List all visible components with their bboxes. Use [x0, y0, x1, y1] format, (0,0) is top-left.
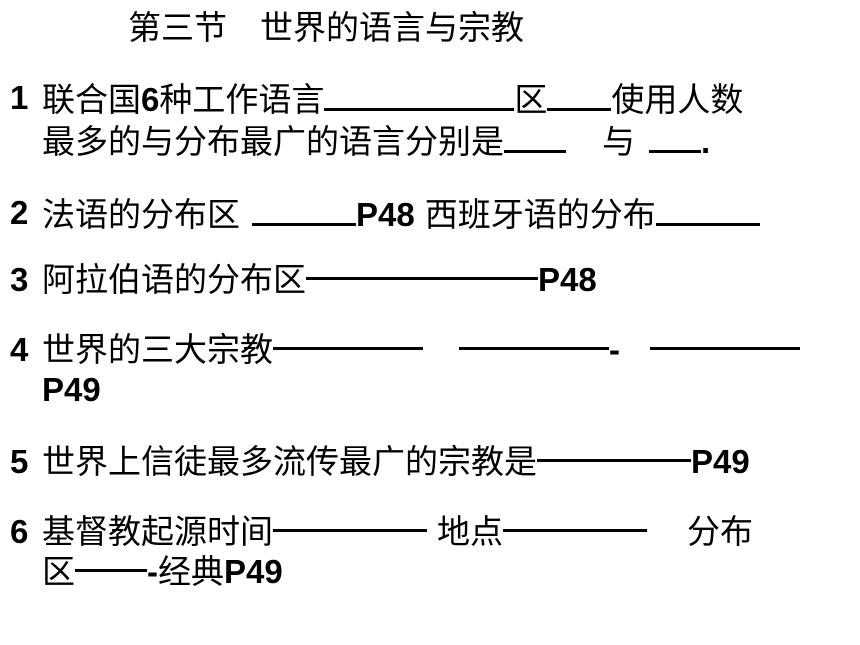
answer-dash[interactable]: [75, 569, 147, 572]
question-text: 与: [602, 122, 635, 161]
question-text: 阿拉伯语的分布区: [42, 260, 306, 299]
question-1-line-1: 联合国6种工作语言 区 使用人数: [42, 78, 855, 120]
page-reference: P48: [538, 261, 597, 298]
question-text: 西班牙语的分布: [424, 195, 656, 234]
period: .: [701, 123, 711, 160]
page-reference: P48: [356, 196, 415, 233]
answer-blank[interactable]: [649, 120, 701, 153]
answer-dash[interactable]: [273, 347, 423, 350]
question-6-line-2: 区 -经典P49: [42, 552, 855, 592]
question-text: 种工作语言: [159, 80, 325, 119]
question-3: 3 阿拉伯语的分布区 P48: [10, 260, 855, 300]
question-number: 2: [10, 194, 29, 231]
separator: -: [147, 553, 158, 590]
question-number: 5: [10, 443, 29, 480]
question-text: 区: [514, 80, 548, 119]
answer-dash[interactable]: [503, 529, 647, 532]
question-text: 世界上信徒最多流传最广的宗教是: [42, 442, 537, 481]
question-text: 分布: [687, 512, 753, 551]
answer-dash[interactable]: [273, 529, 427, 532]
answer-blank[interactable]: [547, 78, 612, 111]
question-4: 4 世界的三大宗教 - P49: [10, 330, 855, 410]
question-text: 地点: [437, 512, 503, 551]
question-text: 经典: [158, 552, 224, 591]
answer-blank[interactable]: [252, 193, 356, 226]
question-text: 基督教起源时间: [42, 512, 273, 551]
slide-title: 第三节 世界的语言与宗教: [128, 8, 524, 47]
number-six: 6: [141, 81, 160, 118]
answer-dash[interactable]: [537, 459, 691, 462]
question-text: 联合国: [42, 80, 141, 119]
question-text: 区: [42, 552, 75, 591]
question-number: 6: [10, 513, 29, 550]
question-text: 使用人数: [611, 80, 744, 119]
page-reference: P49: [224, 553, 283, 590]
question-3-line-1: 阿拉伯语的分布区 P48: [42, 260, 855, 300]
question-6-line-1: 基督教起源时间 地点 分布: [42, 512, 855, 552]
question-1-line-2: 最多的与分布最广的语言分别是 与.: [42, 120, 855, 162]
answer-dash[interactable]: [650, 347, 800, 350]
answer-dash[interactable]: [306, 277, 538, 280]
question-4-line-1: 世界的三大宗教 -: [42, 330, 855, 370]
page-reference: P49: [691, 443, 750, 480]
answer-dash[interactable]: [459, 347, 609, 350]
separator: -: [609, 331, 620, 368]
question-number: 4: [10, 331, 29, 368]
question-5-line-1: 世界上信徒最多流传最广的宗教是 P49: [42, 442, 855, 482]
question-text: 世界的三大宗教: [42, 330, 273, 369]
question-text: 最多的与分布最广的语言分别是: [42, 122, 504, 161]
page-reference: P49: [42, 371, 101, 408]
question-number: 3: [10, 261, 29, 298]
question-text: 法语的分布区: [42, 195, 240, 234]
answer-blank[interactable]: [324, 78, 515, 111]
question-1: 1 联合国6种工作语言 区 使用人数 最多的与分布最广的语言分别是 与.: [10, 78, 855, 162]
question-6: 6 基督教起源时间 地点 分布 区 -经典P49: [10, 512, 855, 592]
answer-blank[interactable]: [655, 193, 760, 226]
question-number: 1: [10, 79, 29, 116]
question-5: 5 世界上信徒最多流传最广的宗教是 P49: [10, 442, 855, 482]
answer-blank[interactable]: [504, 120, 566, 153]
